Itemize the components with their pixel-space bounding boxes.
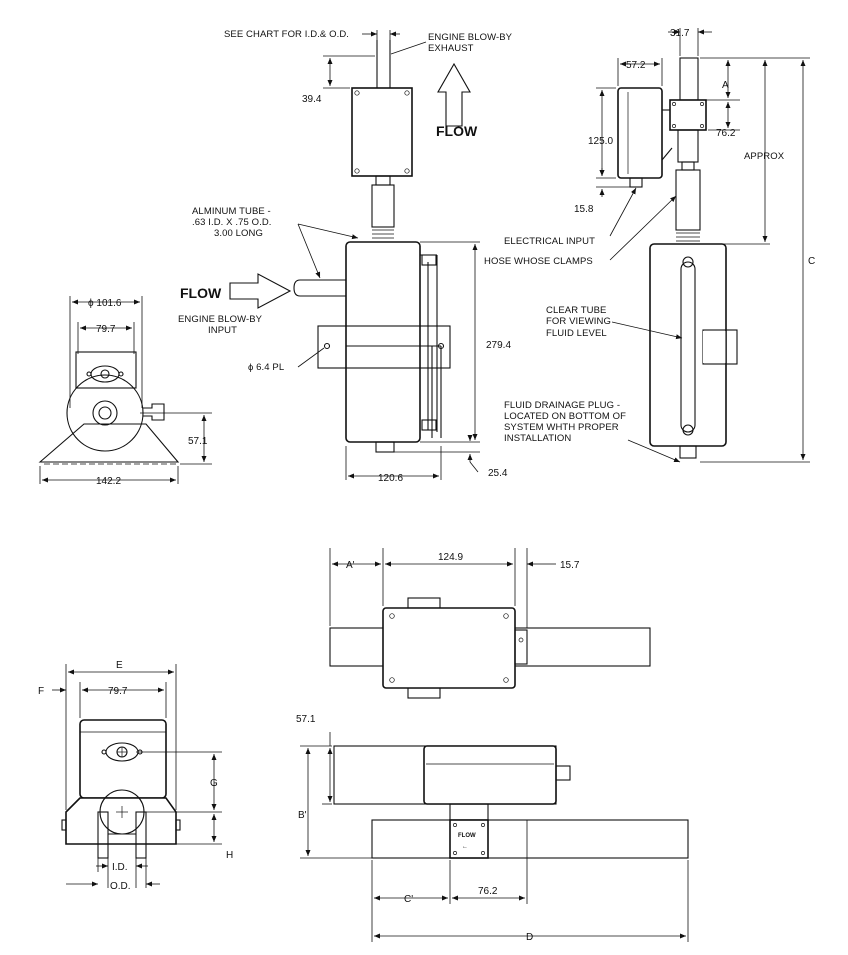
dim-B-prime: B'	[298, 810, 307, 821]
flow-label-input: FLOW	[180, 285, 222, 301]
tube-label-2: .63 I.D. X .75 O.D.	[192, 217, 272, 228]
dim-F: F	[38, 686, 44, 697]
plan-side-box	[423, 745, 557, 805]
input-label-1: ENGINE BLOW-BY	[178, 314, 263, 325]
front-view	[229, 30, 480, 480]
dim-25-4: 25.4	[488, 468, 508, 479]
dim-120-6: 120.6	[378, 473, 403, 484]
dim-142-2: 142.2	[96, 476, 121, 487]
dim-125-0: 125.0	[588, 136, 613, 147]
drain-label-2: LOCATED ON BOTTOM OF	[504, 411, 626, 422]
drain-label-1: FLUID DRAINAGE PLUG -	[504, 400, 620, 411]
decal-flow-text: FLOW	[458, 833, 476, 839]
dim-79-7-top: 79.7	[96, 324, 116, 335]
approx-label: APPROX	[744, 151, 785, 162]
input-label-2: INPUT	[208, 325, 237, 336]
flow-arrow-right-icon	[229, 273, 292, 309]
tube-label-3: 3.00 LONG	[214, 228, 263, 239]
dim-A: A	[722, 80, 729, 91]
dim-31-7: 31.7	[670, 28, 690, 39]
tube-label-1: ALMINUM TUBE -	[192, 206, 271, 217]
hose-clamps-label: HOSE WHOSE CLAMPS	[484, 256, 593, 267]
electrical-input-label: ELECTRICAL INPUT	[504, 236, 595, 247]
dim-124-9: 124.9	[438, 552, 463, 563]
flow-arrow-up-icon	[437, 62, 471, 127]
clear-tube-label-1: CLEAR TUBE	[546, 305, 606, 316]
dim-C-prime: C'	[404, 894, 413, 905]
dim-39-4: 39.4	[302, 94, 322, 105]
clear-tube-label-2: FOR VIEWING	[546, 316, 611, 327]
dim-57-2: 57.2	[626, 60, 646, 71]
dim-76-2-side: 76.2	[716, 128, 736, 139]
dim-ID: I.D.	[112, 862, 128, 873]
side-view	[596, 28, 810, 463]
dim-D: D	[526, 932, 533, 943]
see-chart-note: SEE CHART FOR I.D.& O.D.	[224, 29, 349, 40]
dim-57-1-plan: 57.1	[296, 714, 316, 725]
end-view	[38, 296, 212, 484]
plan-box	[382, 607, 516, 689]
decal-arrow-text: ←	[462, 844, 468, 850]
dim-H: H	[226, 850, 233, 861]
clear-tube-label-3: FLUID LEVEL	[546, 328, 607, 339]
dim-76-2-plan: 76.2	[478, 886, 498, 897]
dim-A-prime: A'	[346, 560, 355, 571]
exhaust-label-2: EXHAUST	[428, 43, 474, 54]
plan-side-view	[300, 732, 689, 942]
side-box	[617, 87, 663, 179]
dim-279-4: 279.4	[486, 340, 511, 351]
mounting-bracket	[317, 325, 451, 369]
flow-decal	[449, 819, 489, 859]
dim-57-1-end: 57.1	[188, 436, 208, 447]
dim-E: E	[116, 660, 123, 671]
drain-label-4: INSTALLATION	[504, 433, 571, 444]
plan-top-view	[329, 548, 651, 699]
drain-label-3: SYSTEM WHTH PROPER	[504, 422, 619, 433]
dim-101-6: ϕ 101.6	[88, 298, 122, 309]
dim-G: G	[210, 778, 218, 789]
mount-hole-label: ϕ 6.4 PL	[248, 362, 284, 373]
dim-C: C	[808, 256, 815, 267]
flow-label-up: FLOW	[436, 123, 478, 139]
dim-OD: O.D.	[110, 881, 131, 892]
exhaust-label-1: ENGINE BLOW-BY	[428, 32, 513, 43]
dim-79-7-bottom: 79.7	[108, 686, 128, 697]
upper-box	[351, 87, 413, 177]
dim-15-8: 15.8	[574, 204, 594, 215]
end-view-bottom	[52, 664, 222, 888]
dim-15-7: 15.7	[560, 560, 580, 571]
